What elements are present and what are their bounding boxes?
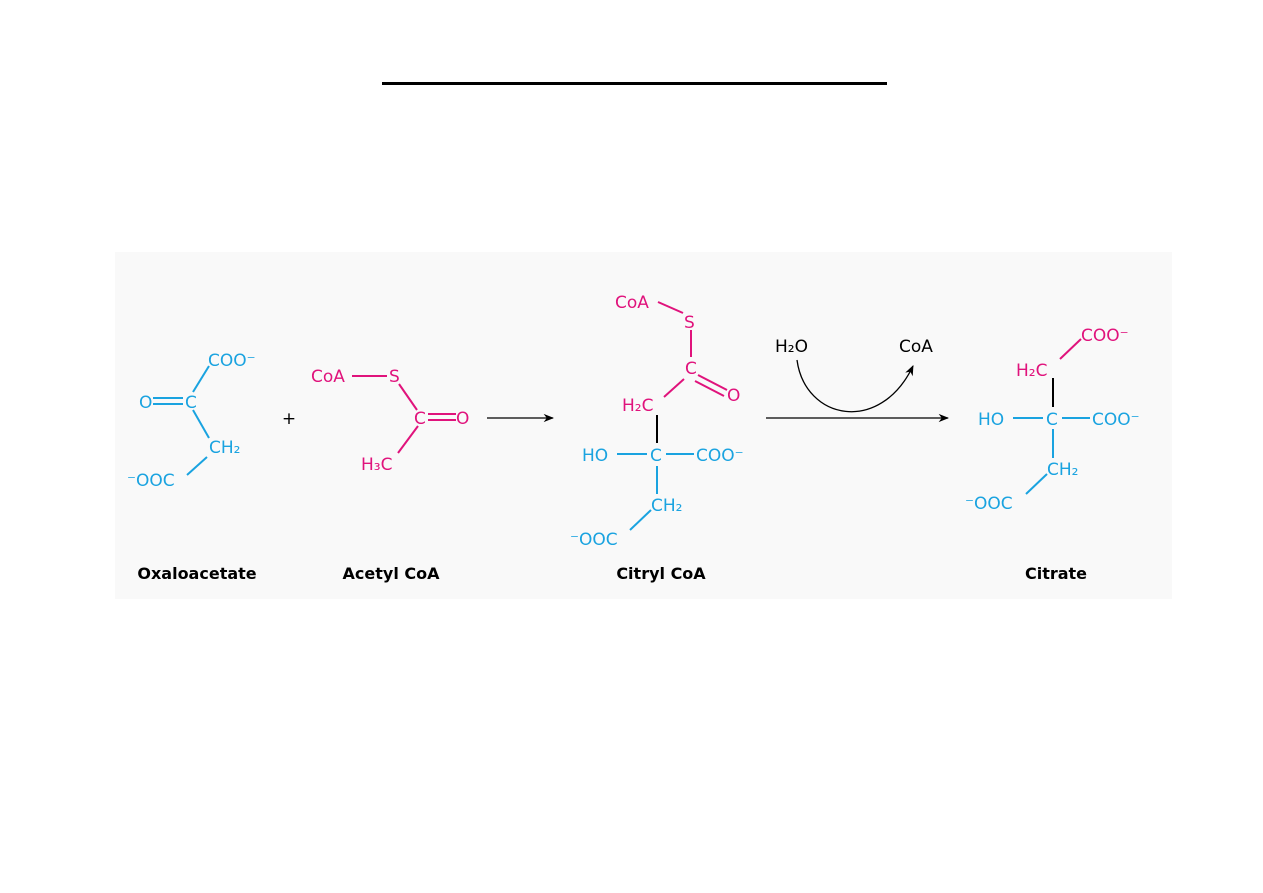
- citryl-coa-ch2: CH₂: [651, 496, 682, 516]
- citrate-coo-top: COO⁻: [1081, 326, 1129, 346]
- reaction-panel: [115, 252, 1172, 599]
- citryl-coa-c-top: C: [685, 359, 697, 379]
- citrate-coo-right: COO⁻: [1092, 410, 1140, 430]
- bond: [186, 456, 208, 476]
- acetyl-coa-h3c: H₃C: [361, 455, 392, 475]
- oxaloacetate-ooc: ⁻OOC: [127, 471, 175, 491]
- citrate-structure: [1013, 338, 1090, 495]
- citryl-coa-o: O: [727, 386, 740, 406]
- oxaloacetate-c: C: [185, 393, 197, 413]
- citrate-ho: HO: [978, 410, 1004, 430]
- bond: [663, 378, 685, 398]
- citrate-label: Citrate: [1025, 564, 1087, 583]
- bond: [398, 383, 418, 411]
- oxaloacetate-ch2: CH₂: [209, 438, 240, 458]
- bond: [1025, 473, 1048, 495]
- bond: [657, 301, 684, 314]
- bond: [397, 425, 419, 454]
- coa-released: CoA: [899, 337, 933, 357]
- citrate-ooc: ⁻OOC: [965, 494, 1013, 514]
- plus-sign: +: [282, 409, 296, 429]
- citryl-coa-h2c: H₂C: [622, 396, 653, 416]
- title-underline: [382, 82, 887, 85]
- citrate-c-center: C: [1046, 410, 1058, 430]
- acetyl-coa-label: Acetyl CoA: [343, 564, 441, 583]
- citryl-coa-ooc: ⁻OOC: [570, 530, 618, 550]
- citryl-coa-coo-right: COO⁻: [696, 446, 744, 466]
- citryl-coa-s: S: [684, 313, 695, 333]
- bond: [192, 365, 210, 393]
- oxaloacetate-coo-top: COO⁻: [208, 351, 256, 371]
- oxaloacetate-o: O: [139, 393, 152, 413]
- water-reagent: H₂O: [775, 337, 808, 357]
- oxaloacetate-structure: [153, 365, 210, 476]
- citryl-coa-structure: [617, 301, 728, 531]
- citryl-coa-c-center: C: [650, 446, 662, 466]
- citrate-ch2: CH₂: [1047, 460, 1078, 480]
- citryl-coa-ho: HO: [582, 446, 608, 466]
- acetyl-coa-o: O: [456, 409, 469, 429]
- bond: [629, 509, 652, 531]
- oxaloacetate-label: Oxaloacetate: [137, 564, 256, 583]
- citrate-h2c: H₂C: [1016, 361, 1047, 381]
- double-bond-a: [697, 374, 728, 391]
- hydrolysis-curved-arrow: [796, 359, 914, 413]
- acetyl-coa-coa: CoA: [311, 367, 345, 387]
- acetyl-coa-c: C: [414, 409, 426, 429]
- citryl-coa-coa: CoA: [615, 293, 649, 313]
- acetyl-coa-s: S: [389, 367, 400, 387]
- acetyl-coa-structure: [352, 375, 456, 454]
- citryl-coa-label: Citryl CoA: [616, 564, 706, 583]
- double-bond-b: [694, 380, 725, 397]
- bond: [192, 409, 210, 439]
- bond: [1059, 338, 1082, 360]
